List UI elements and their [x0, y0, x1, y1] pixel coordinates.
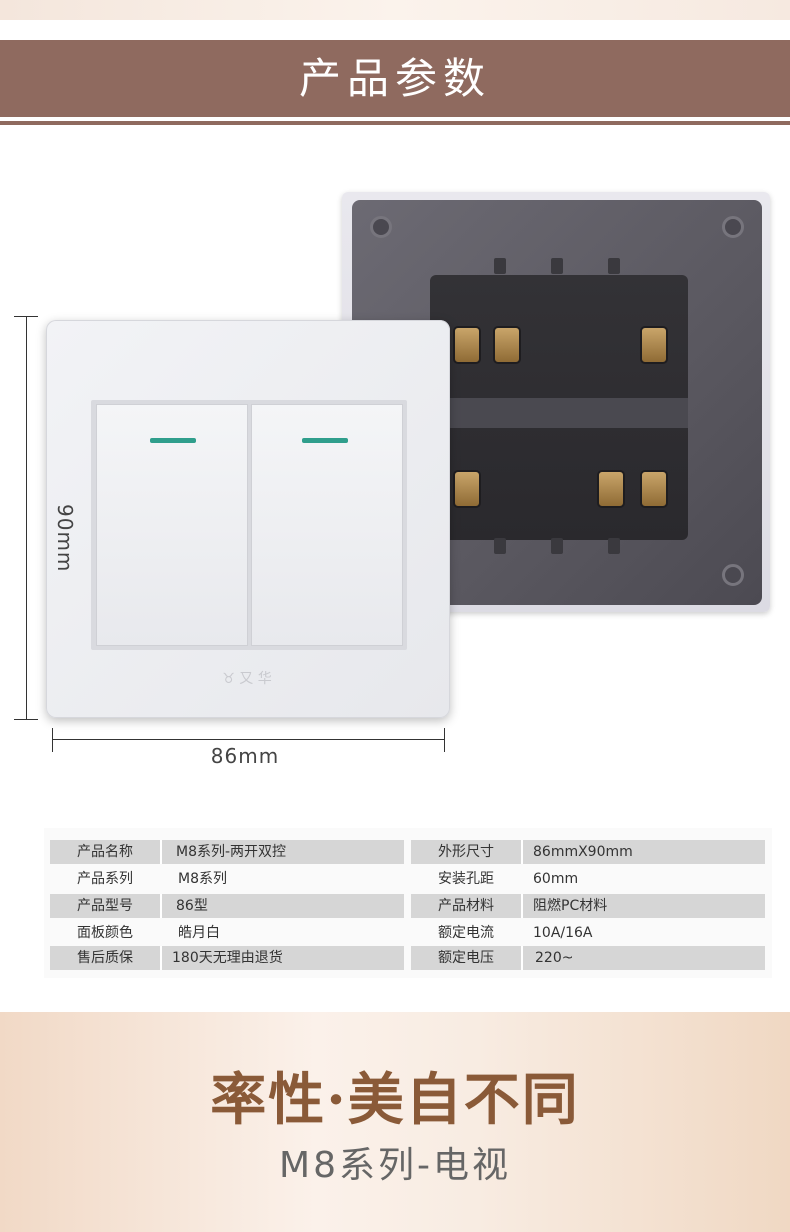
terminal-screw-icon [493, 326, 521, 364]
page-title: 产品参数 [298, 54, 491, 103]
top-decorative-strip [0, 0, 790, 20]
mechanism-clip [551, 258, 563, 274]
spec-label: 产品系列 [77, 871, 133, 887]
mechanism-clip [608, 538, 620, 554]
cell-divider [521, 894, 523, 918]
indicator-light-right [302, 438, 348, 443]
spec-value: 86型 [176, 898, 208, 914]
banner-slogan: 率性·美自不同 [210, 1067, 580, 1133]
width-dimension-label: 86mm [210, 744, 280, 768]
width-dimension-cap-left [52, 728, 53, 752]
mechanism-rail [430, 398, 688, 428]
spec-label: 面板颜色 [77, 925, 133, 941]
spec-label: 外形尺寸 [438, 844, 494, 860]
rocker-left [96, 404, 248, 646]
mechanism-clip [551, 538, 563, 554]
spec-label: 额定电流 [438, 925, 494, 941]
spec-row-left: 产品型号 86型 [50, 894, 404, 918]
spec-value: 阻燃PC材料 [533, 898, 608, 914]
spec-row-right: 额定电压 220~ [411, 946, 765, 970]
brand-logo: ♉ 又 华 [222, 671, 272, 687]
spec-label: 产品材料 [438, 898, 494, 914]
spec-row-left: 售后质保 180天无理由退货 [50, 946, 404, 970]
spec-row-left: 产品系列 M8系列 [50, 867, 404, 891]
rocker-right [251, 404, 403, 646]
terminal-screw-icon [453, 326, 481, 364]
indicator-light-left [150, 438, 196, 443]
width-dimension-cap-right [444, 728, 445, 752]
spec-row-right: 外形尺寸 86mmX90mm [411, 840, 765, 864]
banner-series: M8系列-电视 [279, 1145, 511, 1186]
spec-value: 60mm [533, 871, 579, 887]
screw-hole-icon [370, 216, 392, 238]
header-underline [0, 121, 790, 125]
mechanism-clip [608, 258, 620, 274]
spec-value: 220~ [535, 950, 574, 966]
spec-label: 产品名称 [77, 844, 133, 860]
height-dimension-line [26, 316, 27, 720]
screw-hole-icon [722, 564, 744, 586]
spec-row-right: 产品材料 阻燃PC材料 [411, 894, 765, 918]
terminal-screw-icon [453, 470, 481, 508]
cell-divider [160, 946, 162, 970]
spec-value: 180天无理由退货 [172, 950, 283, 966]
spec-value: M8系列-两开双控 [176, 844, 287, 860]
cell-divider [160, 840, 162, 864]
mechanism-clip [494, 538, 506, 554]
spec-row-right: 额定电流 10A/16A [411, 921, 765, 945]
spec-label: 安装孔距 [438, 871, 494, 887]
spec-row-left: 产品名称 M8系列-两开双控 [50, 840, 404, 864]
spec-label: 额定电压 [438, 950, 494, 966]
spec-row-left: 面板颜色 皓月白 [50, 921, 404, 945]
spec-value: M8系列 [178, 871, 227, 887]
cell-divider [160, 894, 162, 918]
spec-row-right: 安装孔距 60mm [411, 867, 765, 891]
spec-value: 86mmX90mm [533, 844, 633, 860]
terminal-screw-icon [640, 326, 668, 364]
spec-label: 售后质保 [77, 950, 133, 966]
terminal-screw-icon [597, 470, 625, 508]
spec-value: 10A/16A [533, 925, 593, 941]
height-dimension-cap-bottom [14, 719, 38, 720]
height-dimension-cap-top [14, 316, 38, 317]
spec-label: 产品型号 [77, 898, 133, 914]
width-dimension-line [52, 739, 445, 740]
height-dimension-label: 90mm [53, 504, 77, 573]
terminal-screw-icon [640, 470, 668, 508]
header-band [0, 40, 790, 117]
cell-divider [521, 840, 523, 864]
bottom-banner [0, 1012, 790, 1232]
cell-divider [521, 946, 523, 970]
screw-hole-icon [722, 216, 744, 238]
spec-value: 皓月白 [178, 925, 220, 941]
mechanism-clip [494, 258, 506, 274]
